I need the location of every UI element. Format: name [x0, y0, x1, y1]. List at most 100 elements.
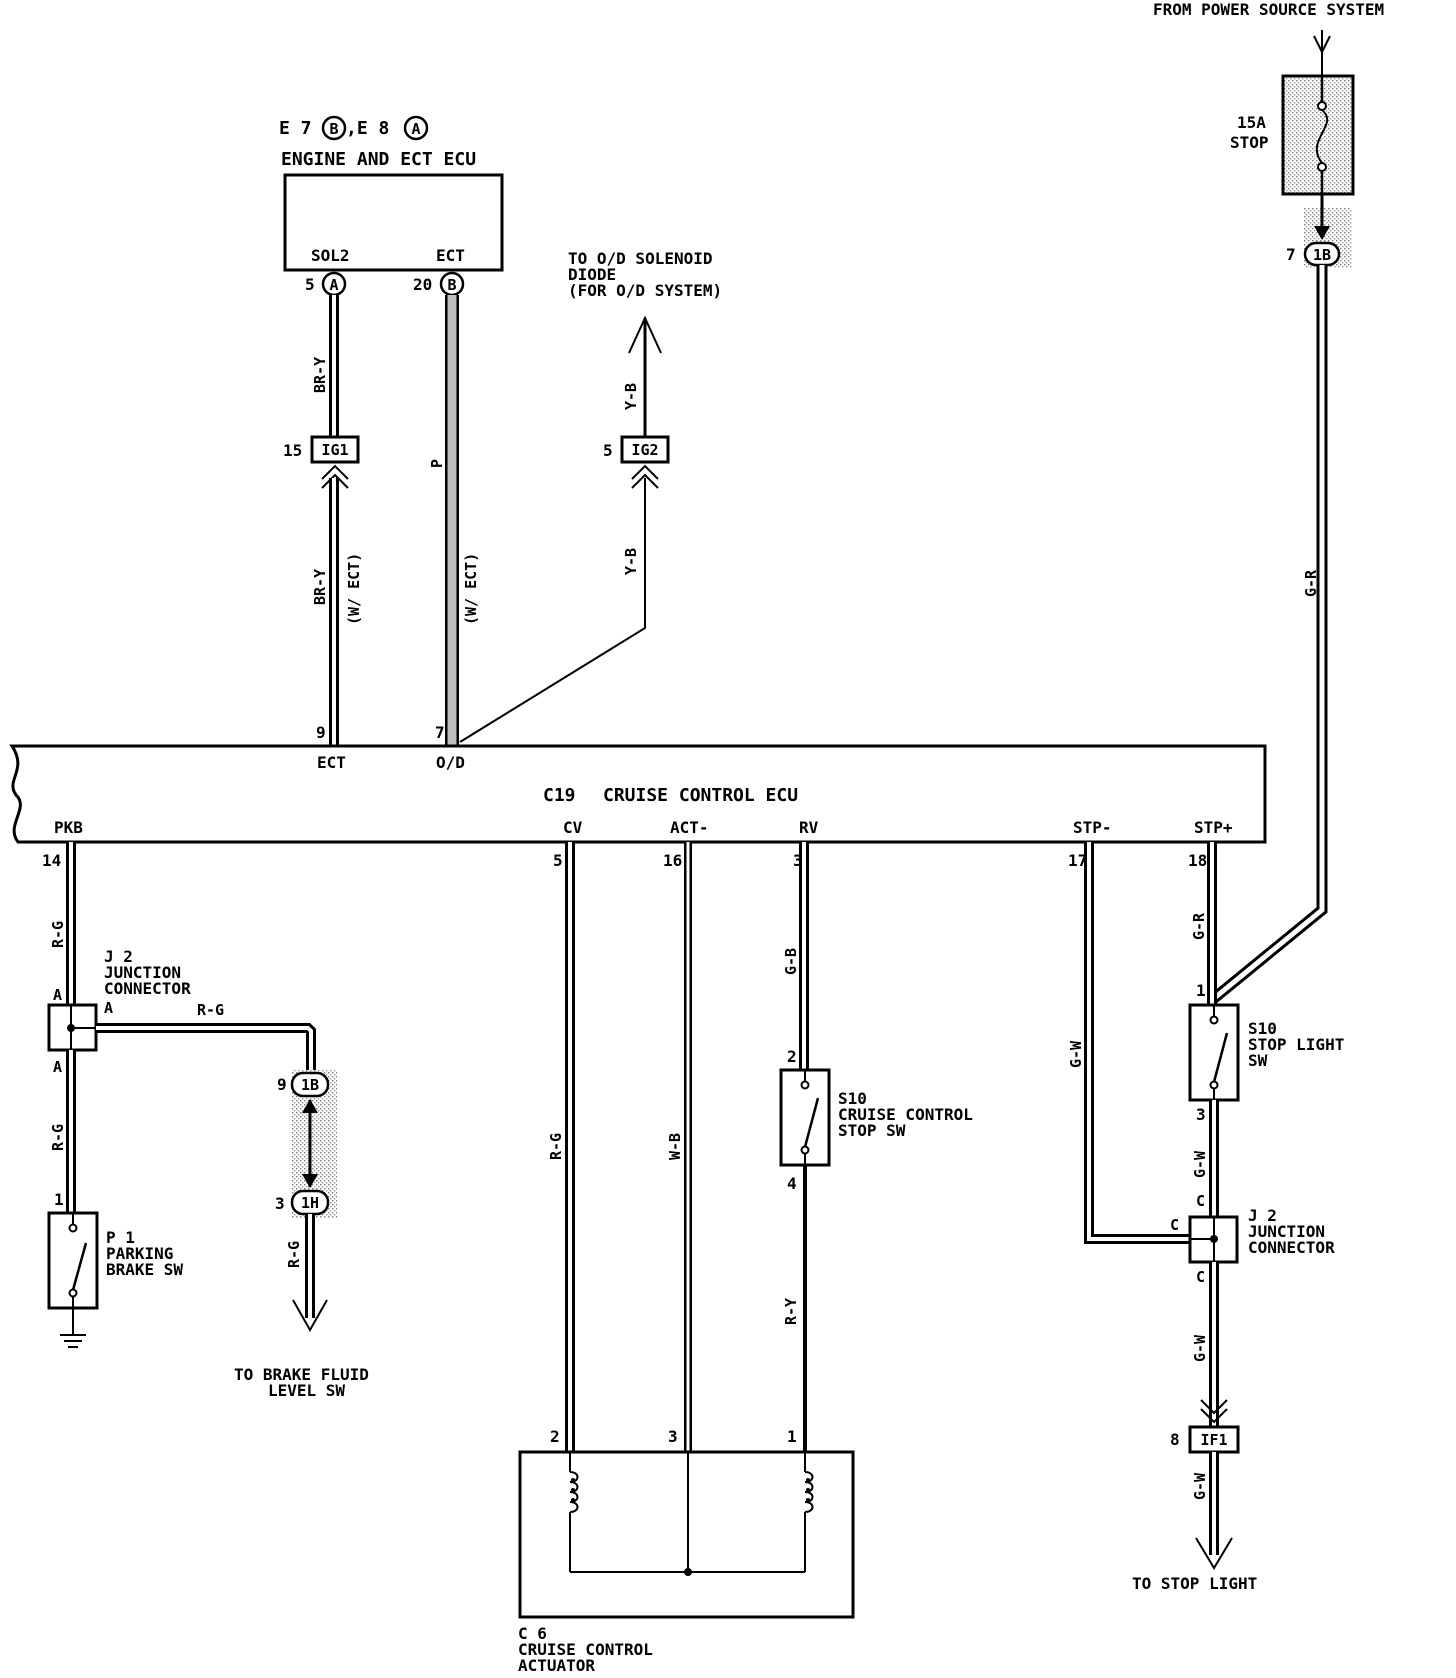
cruise-ecu-code: C19 — [543, 785, 576, 806]
connector-1b-top-label: 1B — [1313, 246, 1331, 264]
ig2-double-arrow-icon — [631, 464, 659, 489]
wire-label-g-w-2: G-W — [1191, 1150, 1209, 1178]
cruise-stop-switch-icon — [800, 1070, 820, 1165]
cruise-ecu-term-pkb: PKB — [54, 818, 83, 837]
wire-label-w-b: W-B — [666, 1133, 684, 1160]
parking-sw-line1: PARKING — [106, 1244, 173, 1263]
wire-label-g-r-lower: G-R — [1190, 912, 1208, 940]
parking-brake-switch-icon — [68, 1213, 88, 1308]
cruise-ecu-pin-stp-plus: 18 — [1188, 851, 1207, 870]
ig1-pin-number: 15 — [283, 441, 302, 460]
actuator-pin-left: 2 — [550, 1427, 560, 1446]
connector-ig1: IG1 — [310, 435, 360, 464]
svg-text:IG1: IG1 — [321, 441, 348, 459]
stop-light-sw-line2: SW — [1248, 1051, 1268, 1070]
j2-left-pin-right: A — [104, 999, 113, 1017]
brake-fluid-double-arrow-icon — [302, 1099, 318, 1188]
cruise-ecu-pin-stp-minus: 17 — [1068, 851, 1087, 870]
connector-1b-top: 1B — [1303, 241, 1341, 267]
parking-sw-pin: 1 — [54, 1190, 64, 1209]
connector-if1: IF1 — [1188, 1425, 1240, 1454]
wire-label-r-g-2: R-G — [197, 1001, 224, 1019]
j2-right-pin-left: C — [1170, 1216, 1179, 1234]
ig1-double-arrow-icon — [321, 464, 349, 489]
actuator-line1: CRUISE CONTROL — [518, 1640, 653, 1659]
ig2-pin-number: 5 — [603, 441, 613, 460]
connector-1h: 1H — [290, 1189, 330, 1216]
brake-fluid-target-line2: LEVEL SW — [268, 1381, 345, 1400]
wire-r-g-to-brake-fluid — [96, 1023, 316, 1075]
parking-sw-line2: BRAKE SW — [106, 1260, 183, 1279]
if1-double-arrow-icon — [1200, 1399, 1228, 1424]
stop-light-down-arrow-icon — [1195, 1537, 1233, 1570]
wire-label-g-w-4: G-W — [1191, 1472, 1209, 1500]
wire-label-g-w-1: G-W — [1067, 1040, 1085, 1068]
cruise-ecu-term-stp-minus: STP- — [1073, 818, 1112, 837]
engine-ecu-box — [283, 173, 504, 272]
od-target-line3: (FOR O/D SYSTEM) — [568, 281, 722, 300]
od-up-arrow-icon — [628, 315, 662, 437]
wire-label-r-g-3: R-G — [285, 1241, 303, 1268]
wire-y-b-bottom — [459, 478, 646, 743]
od-target-line1: TO O/D SOLENOID — [568, 249, 713, 268]
j2-right-pin-bottom: C — [1196, 1268, 1205, 1286]
cruise-ecu-name: CRUISE CONTROL ECU — [603, 785, 798, 806]
stop-sw-code: S10 — [838, 1089, 867, 1108]
wire-label-g-w-3: G-W — [1191, 1334, 1209, 1362]
brake-fluid-pin-bottom: 3 — [275, 1194, 285, 1213]
actuator-code: C 6 — [518, 1624, 547, 1643]
fuse-rating: 15A — [1237, 113, 1266, 132]
stop-sw-line1: CRUISE CONTROL — [838, 1105, 973, 1124]
wire-label-w-ect-1: (W/ ECT) — [345, 553, 363, 625]
power-source-arrow-icon — [1313, 30, 1331, 80]
stop-light-target: TO STOP LIGHT — [1132, 1574, 1257, 1593]
actuator-coil-left-icon — [571, 1478, 575, 1502]
fuse-name: STOP — [1230, 133, 1269, 152]
power-source-label: FROM POWER SOURCE SYSTEM — [1153, 0, 1384, 19]
ground-icon — [60, 1308, 86, 1348]
connector-ig2: IG2 — [620, 435, 670, 464]
j2-right-junction-dot — [1210, 1235, 1218, 1243]
cruise-control-actuator-box — [518, 1450, 855, 1619]
wire-label-y-b-bottom: Y-B — [622, 548, 640, 575]
cruise-ecu-term-act: ACT- — [670, 818, 709, 837]
wire-g-w-stp-minus — [1084, 842, 1190, 1244]
j2-right-code: J 2 — [1248, 1206, 1277, 1225]
stop-light-sw-pin-top: 1 — [1196, 981, 1206, 1000]
actuator-coil-right-icon — [806, 1478, 810, 1502]
cruise-ecu-box — [9, 744, 1267, 844]
svg-text:1H: 1H — [301, 1194, 319, 1212]
engine-ecu-term-ect: ECT — [436, 246, 465, 265]
cruise-ecu-pin-cv: 5 — [553, 851, 563, 870]
cruise-ecu-pin-od: 7 — [435, 723, 445, 742]
wire-label-r-g-1: R-G — [49, 921, 67, 948]
actuator-pin-mid: 3 — [668, 1427, 678, 1446]
actuator-internal-wiring — [569, 1452, 814, 1576]
cruise-ecu-term-rv: RV — [799, 818, 819, 837]
wire-label-r-y: R-Y — [782, 1298, 800, 1325]
svg-text:,E 8: ,E 8 — [346, 118, 389, 139]
stop-sw-pin-bottom: 4 — [787, 1174, 797, 1193]
fuse-15a-stop — [1281, 74, 1355, 196]
brake-fluid-target-line1: TO BRAKE FLUID — [234, 1365, 369, 1384]
j2-right-pin-top: C — [1196, 1192, 1205, 1210]
wire-label-r-g-cv: R-G — [547, 1133, 565, 1160]
stop-light-sw-line1: STOP LIGHT — [1248, 1035, 1344, 1054]
wire-label-p: P — [428, 459, 446, 468]
brake-fluid-pin-top: 9 — [277, 1075, 287, 1094]
engine-ecu-pin-ect: 20 — [413, 275, 432, 294]
j2-left-code: J 2 — [104, 947, 133, 966]
cruise-ecu-pin-ect: 9 — [316, 723, 326, 742]
fuse-pin-number: 7 — [1286, 245, 1296, 264]
j2-right-line2: CONNECTOR — [1248, 1238, 1335, 1257]
svg-text:IG2: IG2 — [631, 441, 658, 459]
engine-ecu-pin-sol2: 5 — [305, 275, 315, 294]
engine-ecu-name: ENGINE AND ECT ECU — [281, 149, 476, 170]
stop-sw-line2: STOP SW — [838, 1121, 906, 1140]
parking-sw-code: P 1 — [106, 1228, 135, 1247]
svg-text:E 7: E 7 — [279, 118, 312, 139]
cruise-ecu-pin-rv: 3 — [793, 851, 803, 870]
od-target-line2: DIODE — [568, 265, 616, 284]
stop-light-switch-icon — [1209, 1005, 1229, 1100]
